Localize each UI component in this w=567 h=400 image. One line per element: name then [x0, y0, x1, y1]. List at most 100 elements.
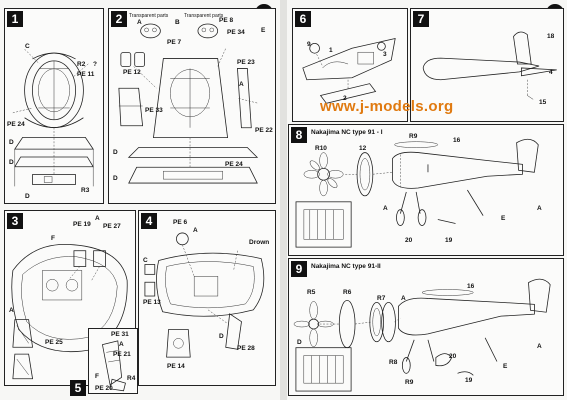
label-a2: A	[239, 81, 244, 88]
label-e-s8: E	[501, 215, 506, 222]
label-19-s8: 19	[445, 237, 453, 244]
label-r9: R9	[409, 133, 418, 140]
step-5-panel: PE 31 A PE 21 R4 F PE 20	[88, 328, 138, 394]
label-r10: R10	[315, 145, 327, 152]
step-6-drawing	[302, 37, 396, 104]
label-a-s4: A	[193, 227, 198, 234]
label-16: 16	[453, 137, 461, 144]
step-2-panel: 2 Transparent parts A B Transparent part…	[108, 8, 276, 204]
label-d2: D	[9, 159, 14, 166]
label-c: C	[25, 43, 30, 50]
step-9-number: 9	[291, 261, 307, 277]
step-7-number: 7	[413, 11, 429, 27]
label-pe24-s2: PE 24	[225, 161, 243, 168]
label-9: 9	[307, 41, 311, 48]
label-20-s8: 20	[405, 237, 413, 244]
label-a-s3: A	[95, 215, 100, 222]
website-watermark: www.j-models.org	[320, 98, 454, 115]
label-d1: D	[9, 139, 14, 146]
label-a1-s8: A	[537, 205, 542, 212]
label-pe8: PE 8	[219, 17, 234, 24]
label-r5: R5	[307, 289, 316, 296]
step-2-drawing	[118, 23, 259, 184]
step-9-title: Nakajima NC type 91-II	[311, 263, 381, 270]
step-5-drawing	[101, 340, 126, 392]
label-19-s9: 19	[465, 377, 473, 384]
label-pe22: PE 22	[255, 127, 273, 134]
label-pe23: PE 23	[237, 59, 255, 66]
label-pe12: PE 12	[123, 69, 141, 76]
step-6-number: 6	[295, 11, 311, 27]
label-drown: Drown	[249, 239, 270, 246]
label-r3: R3	[81, 187, 90, 194]
label-a1-s9: A	[401, 295, 406, 302]
label-pe6: PE 6	[173, 219, 188, 226]
step-8-title: Nakajima NC type 91 - I	[311, 129, 383, 136]
step-1-drawing	[12, 48, 94, 187]
label-4: 4	[549, 69, 553, 76]
label-question: ?	[93, 61, 97, 68]
step-8-number: 8	[291, 127, 307, 143]
label-r2: R2	[77, 61, 86, 68]
step-9-panel: 9 Nakajima NC type 91-II R5 R6 R7 A 16 D…	[288, 258, 564, 396]
label-pe14: PE 14	[167, 363, 185, 370]
label-d3: D	[25, 193, 30, 200]
label-transparent-2: Transparent parts	[184, 13, 224, 19]
step-4-number: 4	[141, 213, 157, 229]
label-c-s4: C	[143, 257, 148, 264]
step-5-number: 5	[70, 380, 86, 396]
step-4-drawing	[144, 232, 265, 358]
label-a2-s9: A	[537, 343, 542, 350]
step-3-drawing	[11, 243, 128, 380]
label-pe7: PE 7	[167, 39, 182, 46]
label-pe27: PE 27	[103, 223, 121, 230]
label-pe34: PE 34	[227, 29, 245, 36]
label-pe24: PE 24	[7, 121, 25, 128]
label-r4: R4	[127, 375, 136, 382]
label-f-s5: F	[95, 373, 99, 380]
label-pe28: PE 28	[237, 345, 255, 352]
label-f: F	[51, 235, 55, 242]
label-pe33: PE 33	[145, 107, 163, 114]
label-a2-s3: A	[9, 307, 14, 314]
label-r6: R6	[343, 289, 352, 296]
label-transparent-1: Transparent parts	[129, 13, 169, 19]
label-a1: A	[137, 19, 142, 26]
step-9-drawing	[293, 278, 551, 392]
label-d2-s2: D	[113, 175, 118, 182]
label-e-s9: E	[503, 363, 508, 370]
label-d-s9: D	[297, 339, 302, 346]
step-8-drawing	[295, 138, 539, 248]
step-7-panel: 7 18 4 15	[410, 8, 564, 122]
step-7-drawing	[422, 31, 557, 100]
label-3: 3	[383, 51, 387, 58]
step-2-number: 2	[111, 11, 127, 27]
label-pe25: PE 25	[45, 339, 63, 346]
label-r7: R7	[377, 295, 386, 302]
label-pe11: PE 11	[77, 71, 95, 78]
label-2: 2	[343, 95, 347, 102]
label-pe19: PE 19	[73, 221, 91, 228]
label-d-s4: D	[219, 333, 224, 340]
step-8-panel: 8 Nakajima NC type 91 - I R10 12 R9 16 A…	[288, 124, 564, 256]
label-a2-s8: A	[383, 205, 388, 212]
step-4-panel: 4 PE 6 A Drown C PE 13 PE 14 PE 28 D	[138, 210, 276, 386]
step-1-number: 1	[7, 11, 23, 27]
label-pe20: PE 20	[95, 385, 113, 392]
step-1-panel: 1 C R2 ? PE 11 PE 24 D D D R3	[4, 8, 104, 204]
label-20-s9: 20	[449, 353, 457, 360]
label-pe21: PE 21	[113, 351, 131, 358]
label-16-s9: 16	[467, 283, 475, 290]
label-pe13: PE 13	[143, 299, 161, 306]
label-e: E	[261, 27, 266, 34]
label-pe31: PE 31	[111, 331, 129, 338]
label-b: B	[175, 19, 180, 26]
label-18: 18	[547, 33, 555, 40]
label-15: 15	[539, 99, 547, 106]
step-3-number: 3	[7, 213, 23, 229]
label-d1-s2: D	[113, 149, 118, 156]
page-gutter	[280, 0, 287, 400]
label-1: 1	[329, 47, 333, 54]
label-r8: R8	[389, 359, 398, 366]
